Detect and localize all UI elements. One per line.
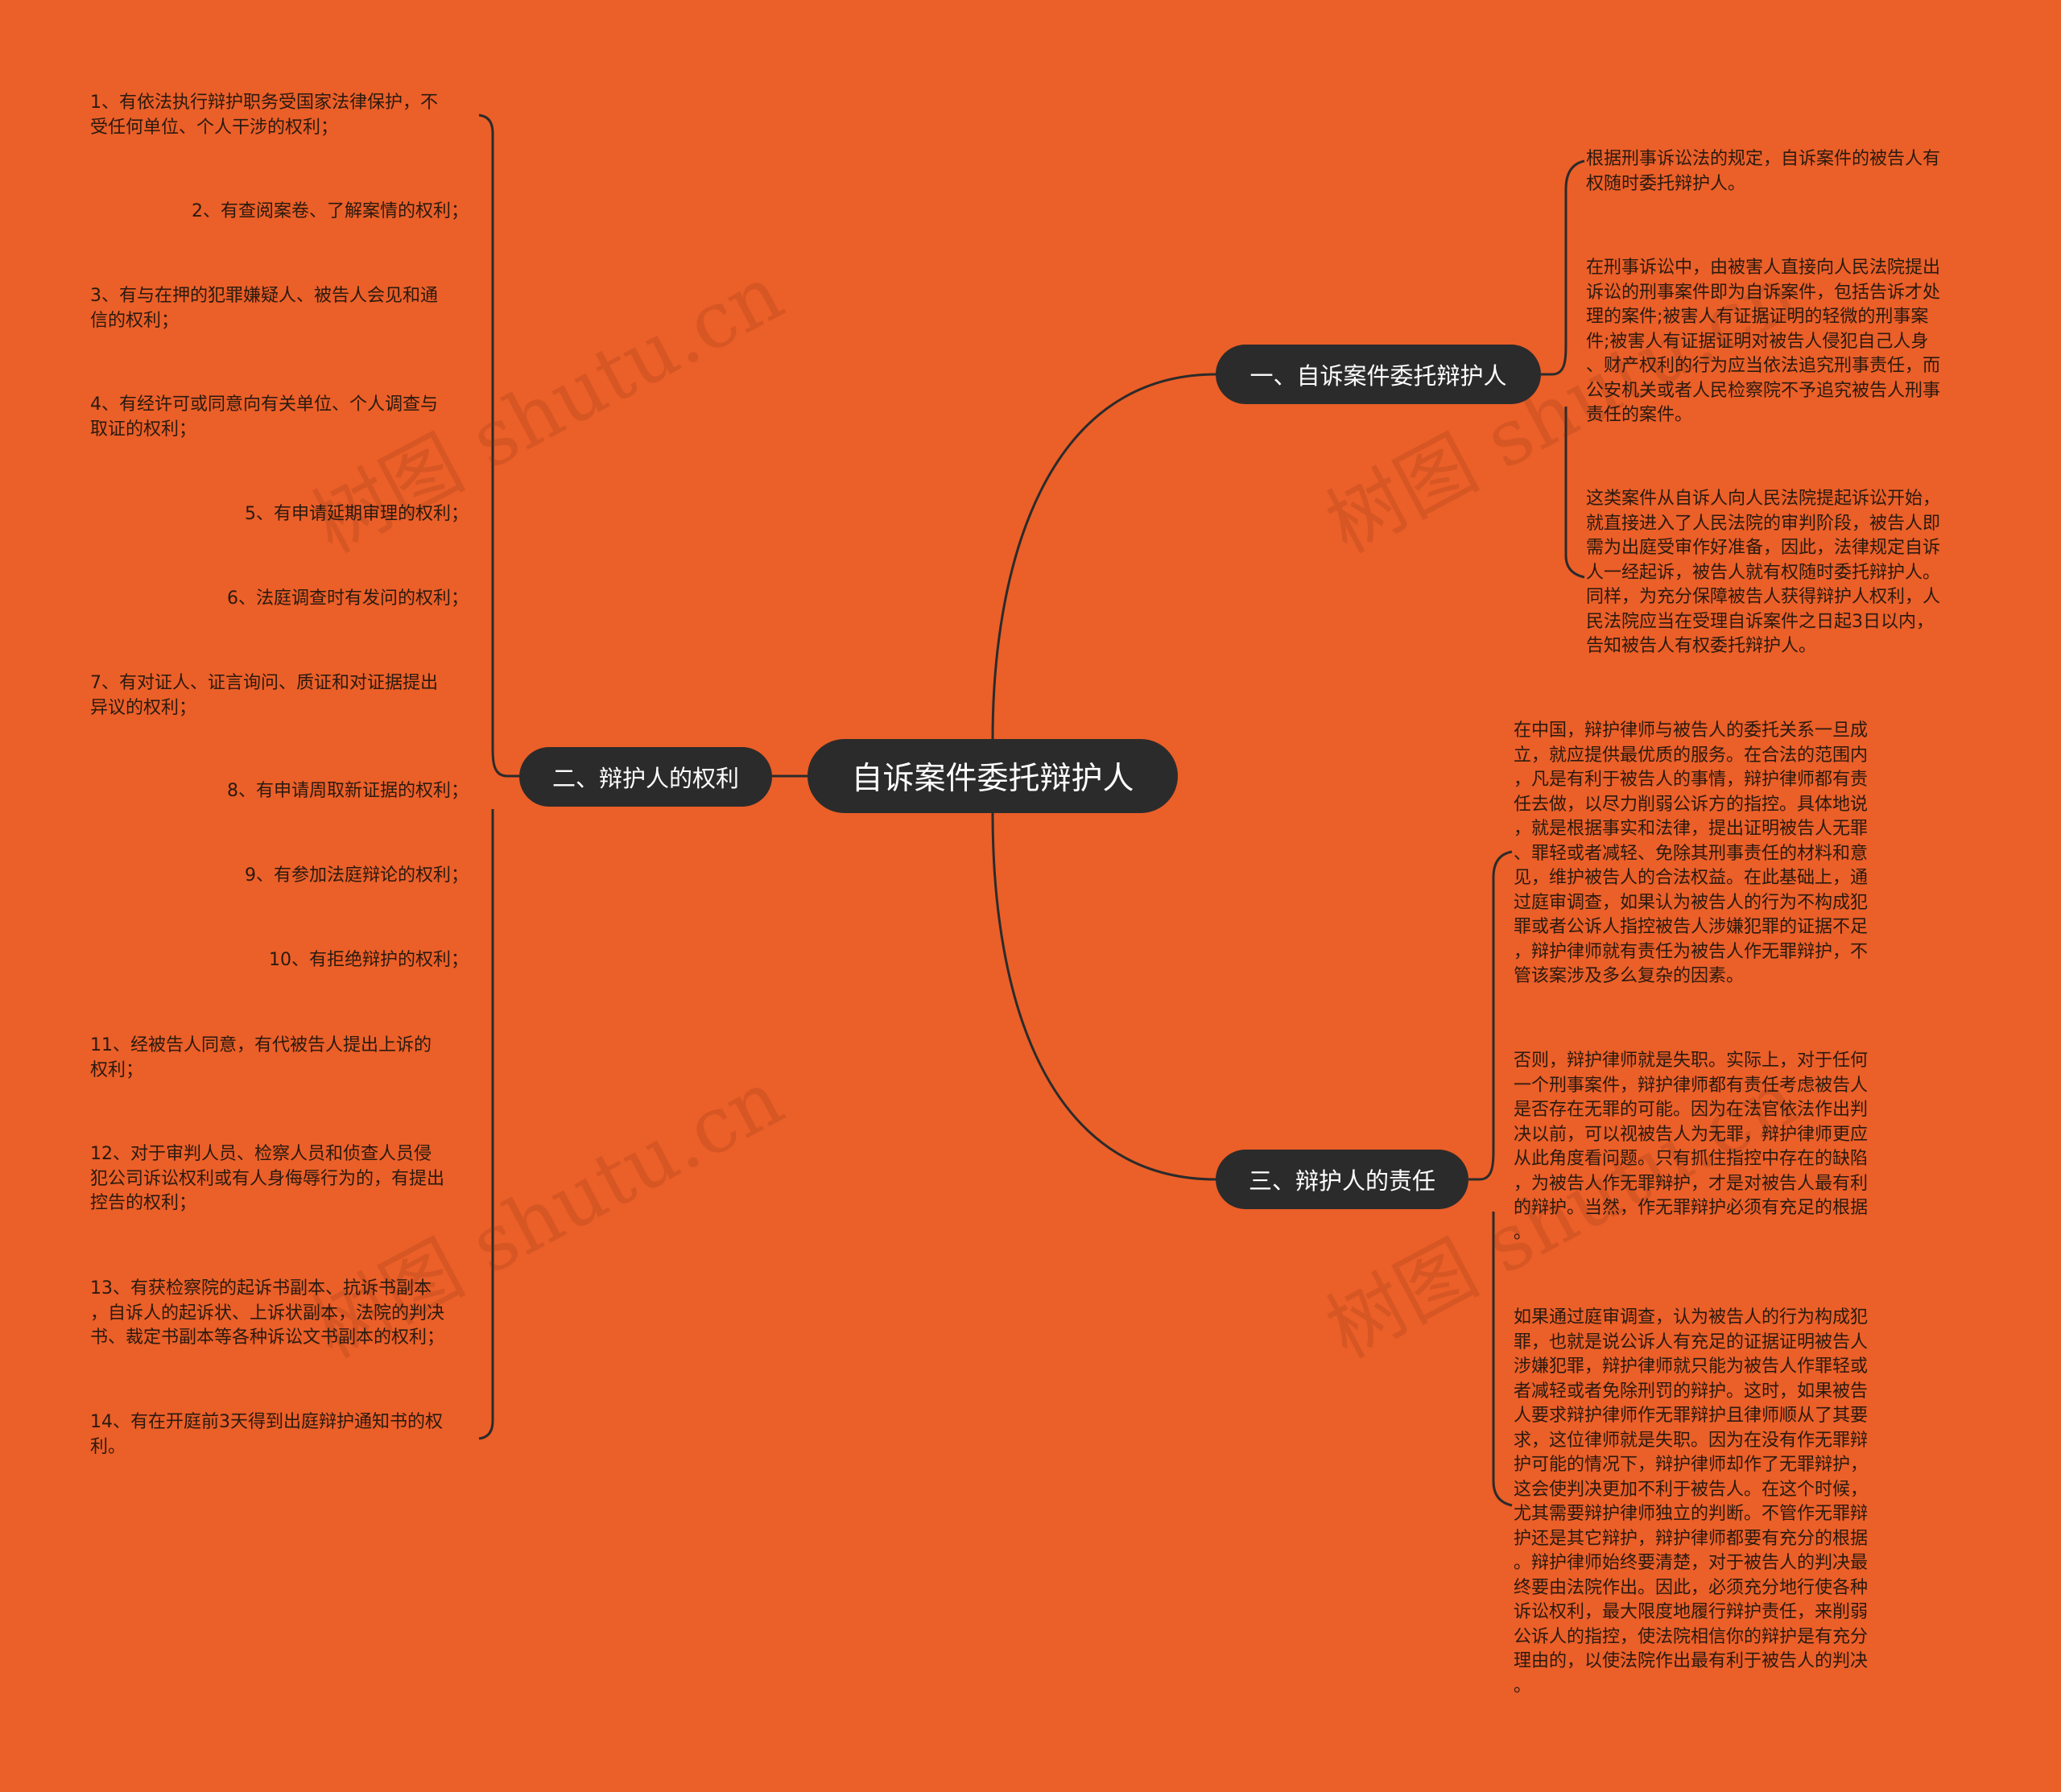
leaf-b2-1: 1、有依法执行辩护职务受国家法律保护，不 受任何单位、个人干涉的权利；: [90, 93, 438, 138]
leaf-b1-3: 这类案件从自诉人向人民法院提起诉讼开始， 就直接进入了人民法院的审判阶段，被告人…: [1586, 489, 1941, 656]
leaf-b3-3: 如果通过庭审调查，认为被告人的行为构成犯 罪，也就是说公诉人有充足的证据证明被告…: [1514, 1307, 1869, 1696]
leaf-b2-10: 10、有拒绝辩护的权利；: [269, 950, 469, 970]
link-root-b3: [991, 812, 1216, 1181]
root-node[interactable]: 自诉案件委托辩护人: [807, 739, 1178, 813]
leaf-b3-1: 在中国，辩护律师与被告人的委托关系一旦成 立，就应提供最优质的服务。在合法的范围…: [1514, 721, 1869, 986]
leaf-b2-12: 12、对于审判人员、检察人员和侦查人员侵 犯公司诉讼权利或有人身侮辱行为的，有提…: [90, 1144, 445, 1213]
leaf-b1-2: 在刑事诉讼中，由被害人直接向人民法院提出 诉讼的刑事案件即为自诉案件，包括告诉才…: [1586, 258, 1941, 425]
leaf-b2-8: 8、有申请周取新证据的权利；: [227, 781, 469, 801]
leaf-b2-13: 13、有获检察院的起诉书副本、抗诉书副本 ，自诉人的起诉状、上诉状副本，法院的判…: [90, 1278, 445, 1348]
leaf-b2-3: 3、有与在押的犯罪嫌疑人、被告人会见和通 信的权利；: [90, 286, 438, 331]
link-root-b1: [991, 373, 1216, 740]
leaf-b3-2: 否则，辩护律师就是失职。实际上，对于任何 一个刑事案件，辩护律师都有责任考虑被告…: [1514, 1051, 1869, 1243]
leaf-b2-5: 5、有申请延期审理的权利；: [245, 504, 469, 524]
leaf-b2-4: 4、有经许可或同意向有关单位、个人调查与 取证的权利；: [90, 394, 438, 440]
leaf-b1-1: 根据刑事诉讼法的规定，自诉案件的被告人有 权随时委托辩护人。: [1586, 149, 1941, 194]
leaf-b2-6: 6、法庭调查时有发问的权利；: [227, 588, 469, 609]
bracket-b2: [478, 114, 519, 1440]
bracket-b1: [1541, 159, 1585, 579]
branch-node-1[interactable]: 一、自诉案件委托辩护人: [1216, 345, 1541, 404]
leaf-b2-9: 9、有参加法庭辩论的权利；: [245, 865, 469, 886]
bracket-b3: [1468, 850, 1513, 1507]
leaf-b2-14: 14、有在开庭前3天得到出庭辩护通知书的权 利。: [90, 1412, 443, 1457]
leaf-b2-11: 11、经被告人同意，有代被告人提出上诉的 权利；: [90, 1035, 432, 1080]
leaf-b2-2: 2、有查阅案卷、了解案情的权利；: [192, 201, 469, 221]
leaf-b2-7: 7、有对证人、证言询问、质证和对证据提出 异议的权利；: [90, 673, 438, 718]
branch-node-3[interactable]: 三、辩护人的责任: [1216, 1150, 1468, 1209]
branch-node-2[interactable]: 二、辩护人的权利: [519, 747, 772, 807]
